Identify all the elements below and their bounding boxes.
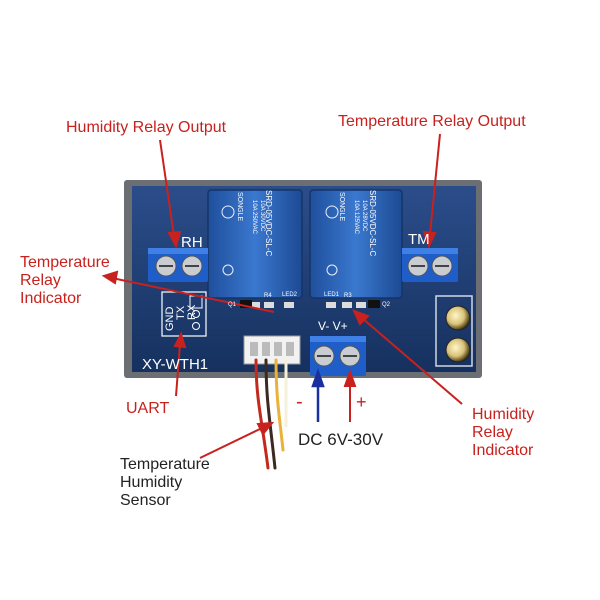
sensor-label-line2: Humidity bbox=[120, 474, 183, 491]
relay2-brand: SONGLE bbox=[338, 192, 345, 222]
relay1-rating: 10A 30VDC bbox=[259, 200, 265, 232]
power-silkscreen: V- V+ bbox=[318, 319, 348, 333]
sensor-connector bbox=[243, 335, 301, 365]
uart-label: UART bbox=[126, 400, 170, 417]
sensor-label-line1: Temperature bbox=[120, 456, 210, 473]
minus-label: - bbox=[296, 391, 303, 413]
annotation-arrows bbox=[101, 133, 463, 459]
temperature-relay-indicator-label-line3: Indicator bbox=[20, 290, 82, 307]
humidity-relay-indicator-label-line3: Indicator bbox=[472, 442, 534, 459]
uart-pin-rx: RX bbox=[186, 304, 198, 320]
sensor-label-line3: Sensor bbox=[120, 492, 171, 509]
q2-label: Q2 bbox=[382, 302, 391, 308]
relay1-brand: SONGLE bbox=[236, 192, 243, 222]
relay2-rating: 10A 125VAC bbox=[353, 200, 359, 234]
humidity-relay-indicator-label-line2: Relay bbox=[472, 424, 513, 441]
sensor-wires bbox=[254, 358, 288, 470]
tm-label: TM bbox=[408, 231, 430, 248]
uart-silkscreen bbox=[161, 291, 207, 337]
humidity-relay-terminal bbox=[148, 248, 208, 282]
plus-label: + bbox=[356, 392, 367, 412]
temperature-relay-indicator-label-line1: Temperature bbox=[20, 254, 110, 271]
relay1-model: SRD-05VDC-SL-C bbox=[264, 190, 273, 257]
negative-arrow bbox=[311, 368, 325, 422]
smd-components bbox=[240, 300, 380, 308]
relay1-rating: 10A 250VAC bbox=[251, 200, 257, 234]
humidity-relay-output-label: Humidity Relay Output bbox=[66, 119, 227, 136]
relay2-model: SRD-05VDC-SL-C bbox=[368, 190, 377, 257]
temperature-relay bbox=[309, 189, 403, 299]
r3-label: R3 bbox=[344, 293, 352, 299]
led1-label: LED1 bbox=[324, 292, 340, 298]
temperature-relay-indicator-label-line2: Relay bbox=[20, 272, 61, 289]
relay2-rating: 10A 28VDC bbox=[361, 200, 367, 232]
temperature-relay-terminal bbox=[402, 248, 458, 282]
q1-label: Q1 bbox=[228, 302, 237, 308]
rh-label: RH bbox=[181, 234, 203, 251]
r4-label: R4 bbox=[264, 293, 272, 299]
capacitors bbox=[445, 305, 471, 363]
power-terminal bbox=[310, 336, 366, 376]
led2-label: LED2 bbox=[282, 292, 298, 298]
humidity-relay-indicator-label-line1: Humidity bbox=[472, 406, 535, 423]
model-label: XY-WTH1 bbox=[142, 356, 209, 373]
temperature-relay-output-label: Temperature Relay Output bbox=[338, 113, 526, 130]
dc-power-label: DC 6V-30V bbox=[298, 430, 384, 449]
